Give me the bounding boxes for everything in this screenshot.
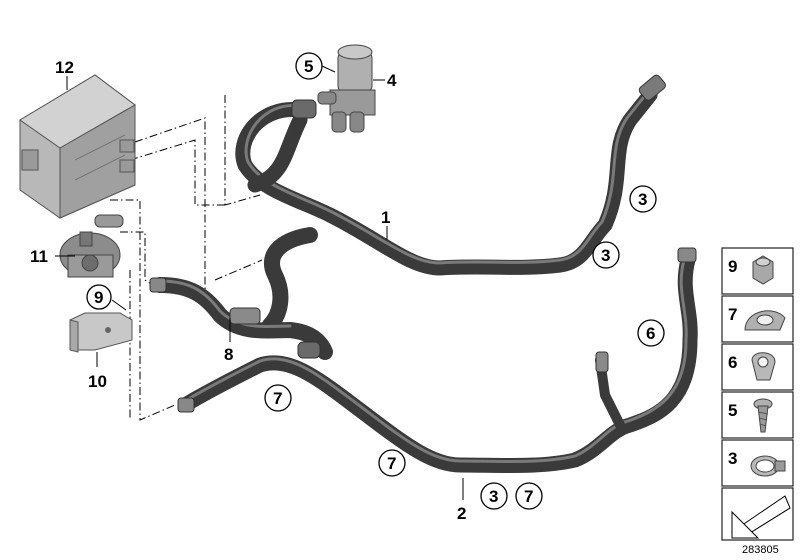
legend-label-3: 3 — [728, 449, 737, 468]
callout-10: 10 — [88, 372, 107, 391]
callout-11: 11 — [30, 247, 48, 266]
callout-7-right: 7 — [524, 487, 533, 506]
legend-label-6: 6 — [728, 353, 737, 372]
hex-nut-icon — [752, 255, 774, 285]
holder-clip-icon — [751, 352, 776, 381]
callout-4: 4 — [387, 71, 397, 90]
callout-5: 5 — [304, 57, 313, 76]
hose-8 — [149, 227, 333, 360]
hose-2 — [177, 247, 698, 474]
parts-legend: 9 7 6 5 3 — [721, 247, 794, 541]
callout-3-upper: 3 — [638, 190, 647, 209]
screw-icon — [753, 398, 773, 433]
callouts: 12 11 10 8 4 1 2 9 5 3 3 6 7 7 3 7 — [30, 52, 665, 523]
leader-lines — [55, 65, 464, 500]
water-pump-11 — [59, 214, 124, 278]
callout-3-lower: 3 — [489, 487, 498, 506]
legend-label-9: 9 — [728, 257, 737, 276]
callout-3-middle: 3 — [601, 246, 610, 265]
callout-1: 1 — [381, 208, 390, 227]
callout-7-left: 7 — [273, 389, 282, 408]
reference-number: 283805 — [742, 544, 779, 556]
control-unit-12 — [19, 74, 136, 219]
arrow-symbol-icon — [731, 495, 791, 539]
bracket-10 — [69, 312, 133, 353]
callout-6: 6 — [646, 324, 655, 343]
callout-8: 8 — [224, 345, 233, 364]
hose-clip-icon — [744, 310, 786, 331]
callout-2: 2 — [457, 504, 466, 523]
hose-clamp-icon — [750, 455, 786, 477]
hose-1 — [235, 74, 666, 276]
legend-label-5: 5 — [728, 401, 737, 420]
callout-12: 12 — [55, 58, 74, 77]
legend-label-7: 7 — [728, 305, 737, 324]
callout-7-center: 7 — [387, 454, 396, 473]
callout-9: 9 — [94, 288, 103, 307]
water-valve-4 — [317, 44, 376, 133]
